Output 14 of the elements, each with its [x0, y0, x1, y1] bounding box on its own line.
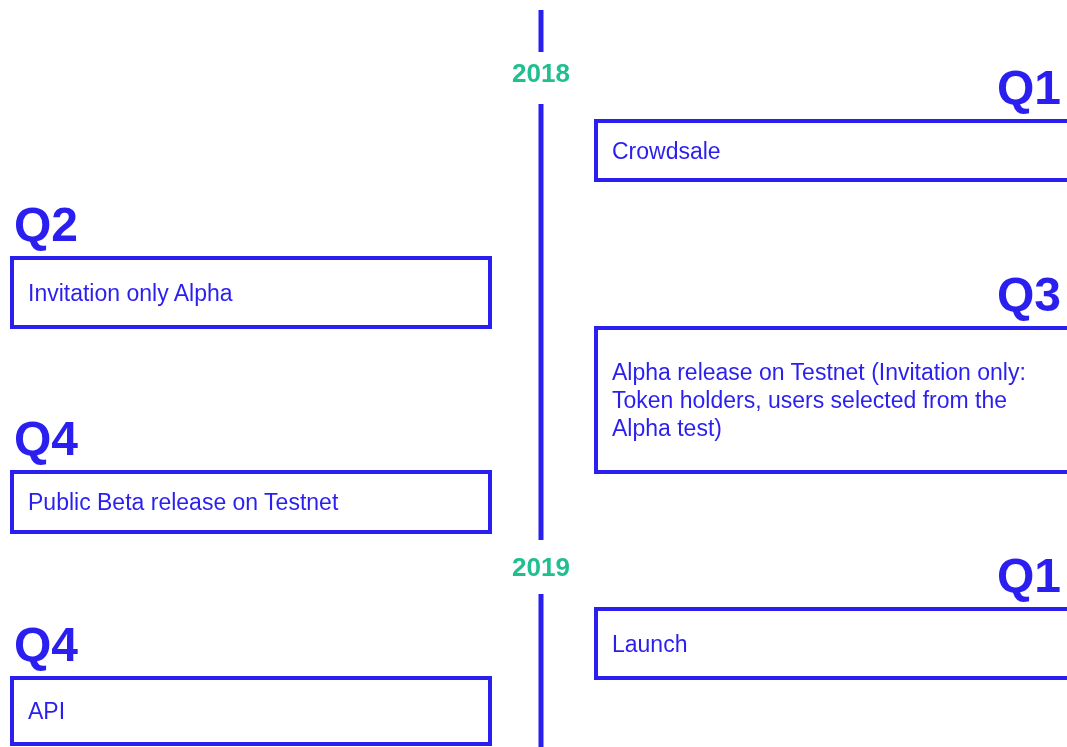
quarter-heading: Q4 [14, 620, 79, 670]
quarter-heading: Q3 [996, 270, 1061, 320]
quarter-heading: Q1 [996, 63, 1061, 113]
quarter-heading: Q4 [14, 414, 79, 464]
year-label: 2019 [511, 552, 571, 583]
quarter-heading: Q2 [14, 200, 79, 250]
year-label: 2018 [511, 58, 571, 89]
milestone-box: API [10, 676, 492, 746]
milestone-box: Alpha release on Testnet (Invitation only: Token holders, users selected from the Alpha test) [594, 326, 1067, 474]
quarter-heading: Q1 [996, 551, 1061, 601]
milestone-box: Public Beta release on Testnet [10, 470, 492, 534]
milestone-box: Invitation only Alpha [10, 256, 492, 329]
milestone-box: Crowdsale [594, 119, 1067, 182]
milestone-box: Launch [594, 607, 1067, 680]
